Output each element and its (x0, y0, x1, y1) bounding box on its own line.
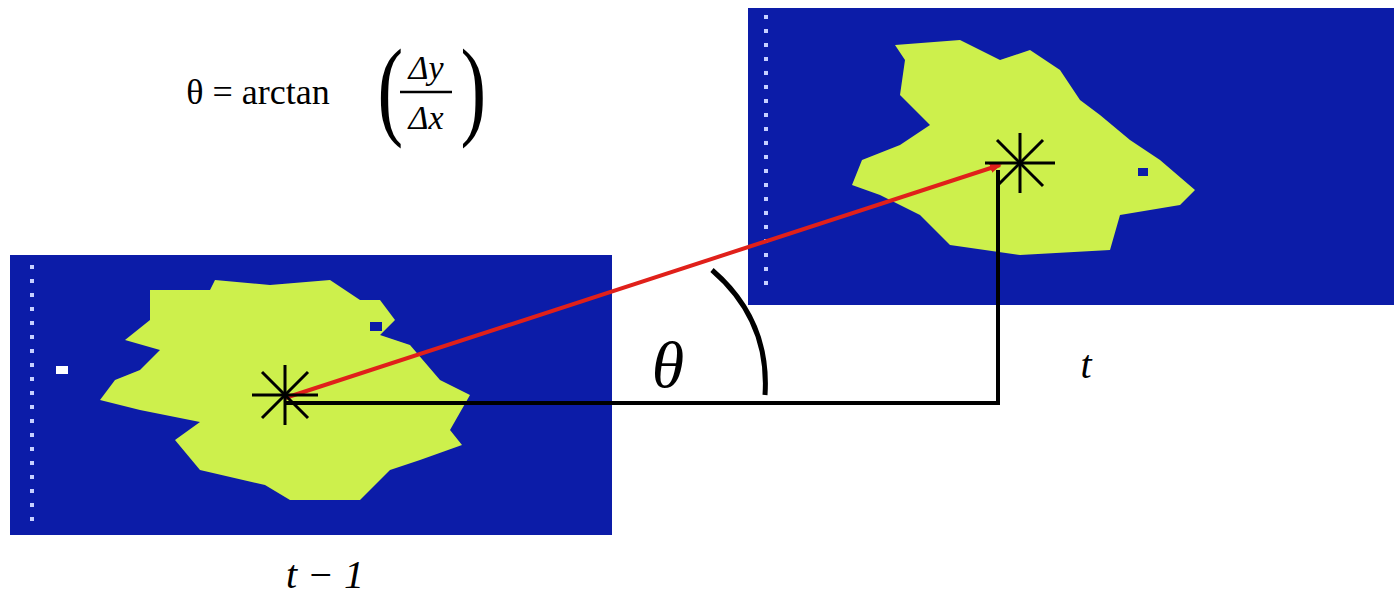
motion-arrow (285, 165, 1000, 398)
pixel-dot (56, 366, 68, 374)
frame-label: t − 1 (286, 555, 364, 595)
fraction-numerator: Δy (408, 51, 443, 85)
fraction-denominator: Δx (408, 101, 443, 135)
centroid-mark (985, 133, 1055, 193)
blob (852, 40, 1195, 255)
pixel-dots (30, 265, 34, 525)
formula-text: θ = arctan (186, 74, 329, 110)
pixel-dots (764, 15, 768, 295)
frame-label: t (1080, 345, 1091, 385)
angle-arc (712, 270, 765, 395)
paren: ) (461, 33, 487, 143)
blob-hole (1138, 168, 1148, 176)
axis-lines (285, 170, 998, 403)
image-frame (10, 255, 612, 535)
centroid-mark (252, 365, 318, 425)
fraction-bar (400, 91, 452, 94)
paren: ( (378, 33, 404, 143)
angle-label: θ (652, 332, 684, 398)
image-frame (748, 8, 1394, 305)
blob-hole (370, 322, 382, 331)
blob (100, 280, 470, 500)
